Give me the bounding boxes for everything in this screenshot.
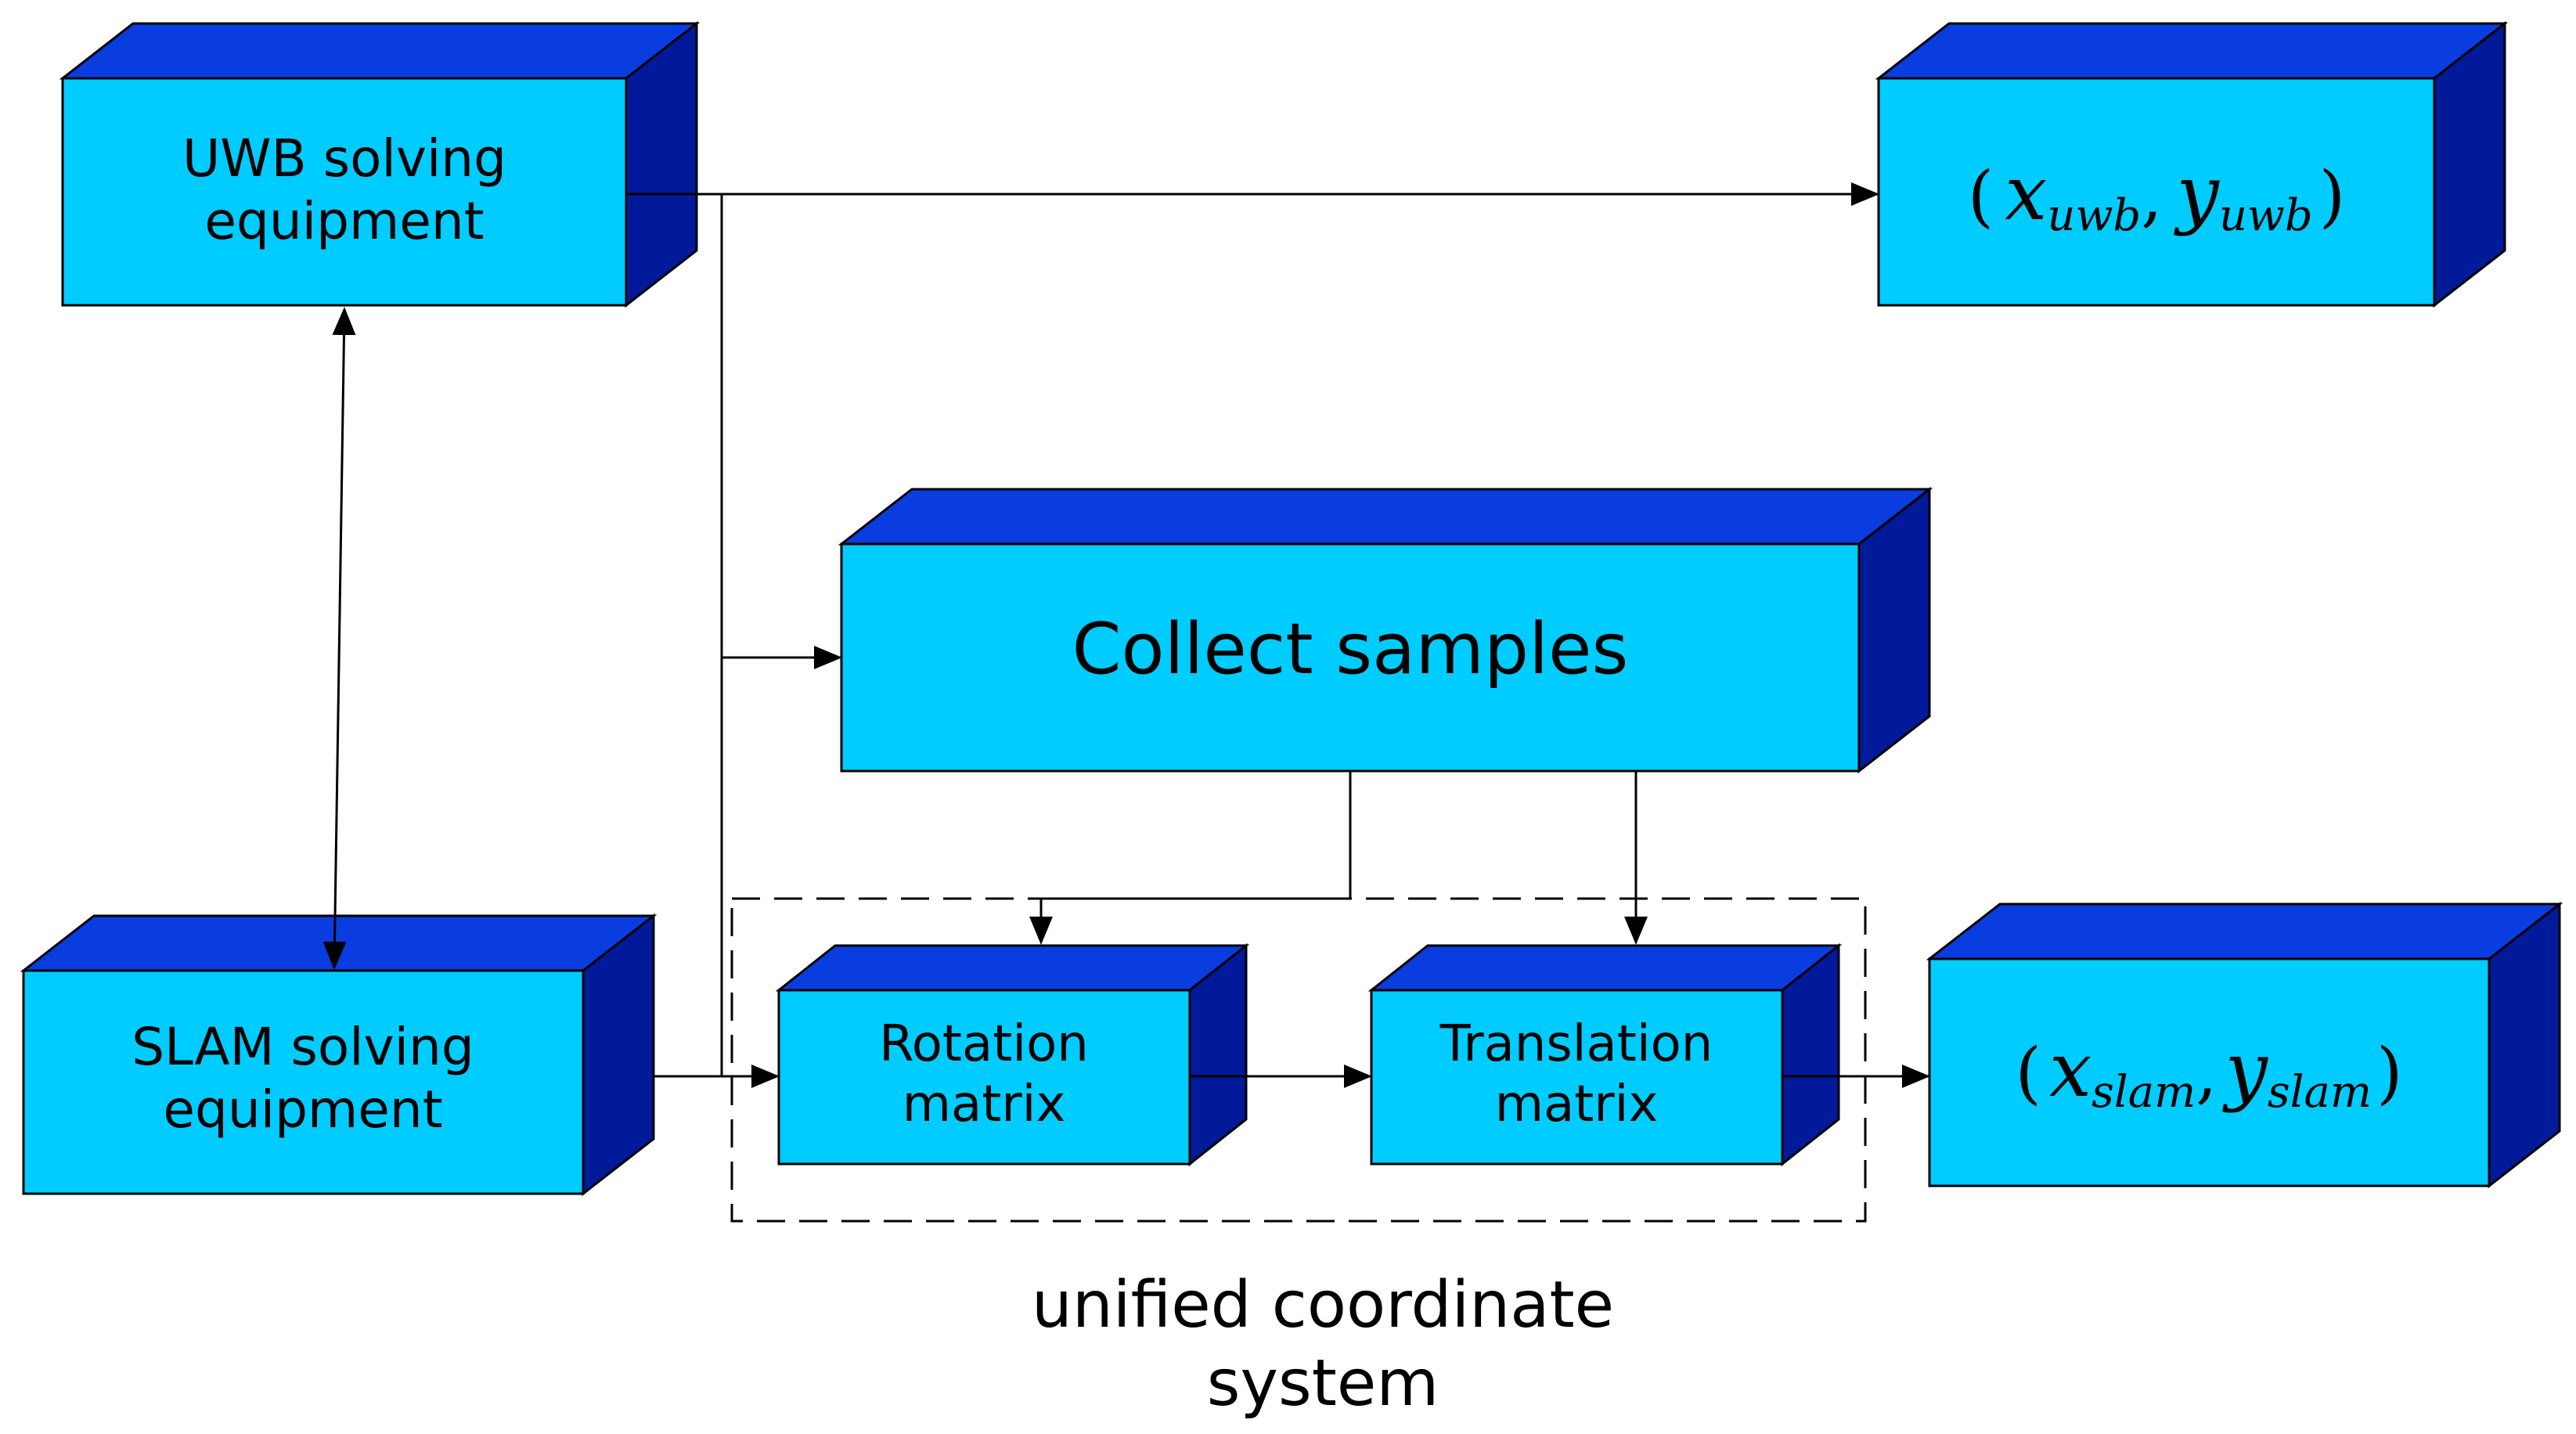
collect-samples-box: Collect samples bbox=[838, 486, 1933, 774]
group-caption-line1: unified coordinate bbox=[1032, 1268, 1614, 1342]
rotation-matrix-label-line2: matrix bbox=[903, 1076, 1066, 1133]
slam-equipment-label-line1: SLAM solving bbox=[132, 1017, 474, 1077]
translation-matrix-label-line2: matrix bbox=[1495, 1076, 1659, 1133]
rotation-matrix-box: Rotation matrix bbox=[775, 942, 1250, 1167]
slam-equipment-label-line2: equipment bbox=[163, 1079, 442, 1140]
uwb-coordinate: (xuwb,yuwb) bbox=[1968, 150, 2346, 241]
uwb-output-box: (xuwb,yuwb) bbox=[1875, 20, 2509, 308]
uwb-equipment-label-line2: equipment bbox=[204, 191, 484, 251]
slam-equipment-box: SLAM solving equipment bbox=[20, 913, 658, 1197]
collect-samples-label: Collect samples bbox=[1072, 608, 1629, 690]
rotation-matrix-label-line1: Rotation bbox=[879, 1015, 1089, 1073]
group-caption-line2: system bbox=[1207, 1346, 1439, 1421]
uwb-slam-bidirectional-arrow bbox=[322, 307, 356, 970]
uwb-equipment-label-line1: UWB solving bbox=[182, 128, 506, 189]
translation-matrix-box: Translation matrix bbox=[1367, 942, 1843, 1167]
uwb-equipment-box: UWB solving equipment bbox=[59, 20, 701, 308]
slam-coordinate: (xslam,yslam) bbox=[2015, 1026, 2402, 1118]
collect-to-rotation-arrow bbox=[1029, 771, 1352, 945]
slam-output-box: (xslam,yslam) bbox=[1926, 901, 2563, 1189]
translation-matrix-label-line1: Translation bbox=[1439, 1015, 1713, 1073]
